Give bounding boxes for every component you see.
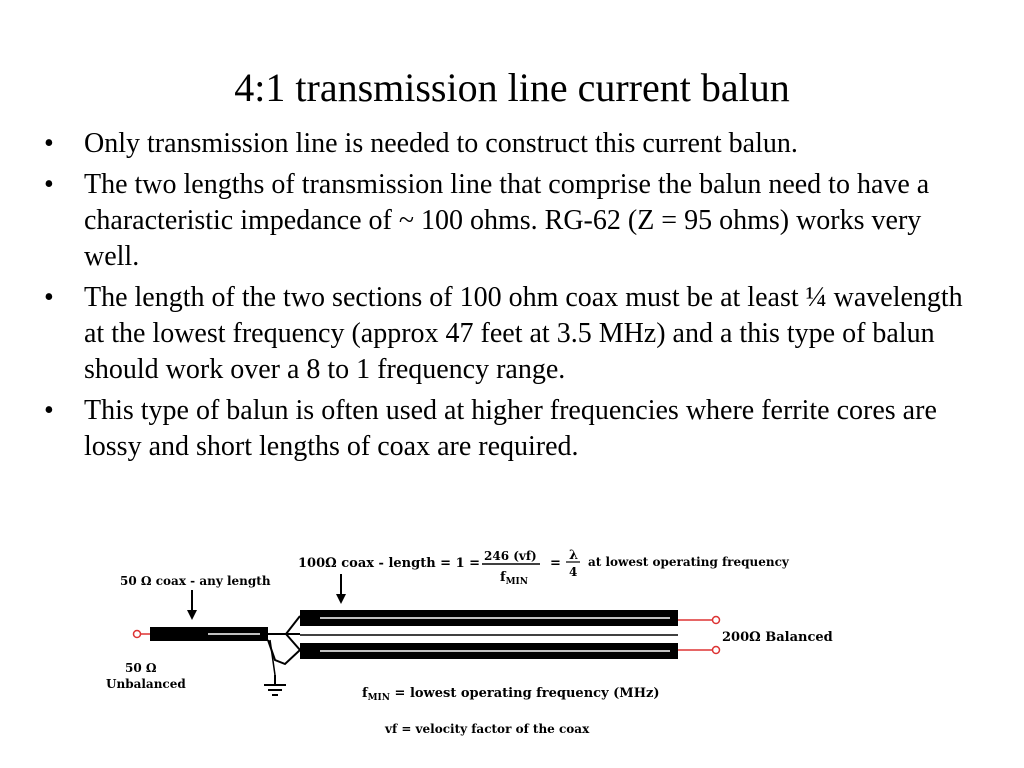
- unbalanced-ohm-label: 50 Ω: [125, 661, 157, 675]
- slide-title: 4:1 transmission line current balun: [234, 65, 790, 110]
- balun-diagram: 100Ω coax - length = 1 = 246 (vf) fMIN =…: [106, 548, 833, 736]
- bullet-item: The two lengths of transmission line tha…: [40, 167, 970, 275]
- fmin-note: fMIN = lowest operating frequency (MHz): [362, 686, 660, 703]
- formula-denominator: fMIN: [500, 570, 528, 587]
- formula-numerator: 246 (vf): [484, 549, 537, 563]
- lambda-symbol: λ: [569, 548, 578, 563]
- bullet-item: Only transmission line is needed to cons…: [40, 126, 970, 162]
- balanced-label: 200Ω Balanced: [722, 630, 833, 645]
- arrow-100-head: [336, 594, 346, 604]
- bullet-item: The length of the two sections of 100 oh…: [40, 280, 970, 388]
- vf-note: vf = velocity factor of the coax: [384, 722, 590, 736]
- operating-text: at lowest operating frequency: [588, 555, 790, 569]
- coax-100-label: 100Ω coax - length = 1 =: [298, 556, 480, 571]
- coax-50-label: 50 Ω coax - any length: [120, 574, 271, 588]
- output-terminal-bottom: [711, 645, 721, 655]
- ground-icon: [264, 684, 286, 696]
- arrow-50-head: [187, 610, 197, 620]
- output-terminal-top: [711, 615, 721, 625]
- unbalanced-label: Unbalanced: [106, 677, 186, 691]
- input-terminal: [132, 629, 142, 639]
- lambda-denominator: 4: [569, 565, 577, 579]
- bullet-list: Only transmission line is needed to cons…: [40, 126, 970, 470]
- formula-equals: =: [550, 556, 561, 571]
- bullet-item: This type of balun is often used at high…: [40, 393, 970, 465]
